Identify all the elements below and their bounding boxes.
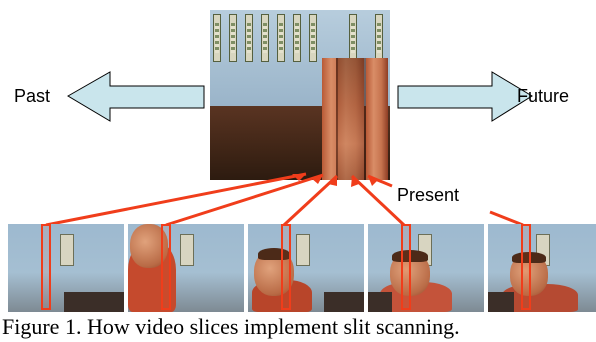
past-arrow-icon [67,71,205,122]
composite-strip [226,10,239,180]
chair [368,292,392,312]
slit-scan-composite [210,10,390,180]
composite-strip [242,10,255,180]
composite-strip [210,10,223,180]
connector-line [282,174,339,227]
connector-line [45,172,307,227]
future-arrow-icon [397,71,533,122]
present-label: Present [397,185,460,205]
wall-picture [180,234,194,266]
slit-marker [41,224,51,310]
composite-face-shadow [336,58,364,180]
chair [488,292,514,312]
wall-picture [60,234,74,266]
video-frame-thumbnail [128,224,244,312]
slit-marker [401,224,411,310]
chair [64,292,124,312]
video-frame-thumbnail [248,224,364,312]
composite-strip [306,10,319,180]
composite-strip [258,10,271,180]
past-label: Past [14,86,51,106]
chair [324,292,364,312]
future-label: Future [517,86,570,106]
composite-strip [274,10,287,180]
wall-picture [296,234,310,266]
slit-marker [281,224,291,310]
composite-slice-edge [364,58,366,180]
connector-line [165,173,324,227]
video-frame-thumbnail [368,224,484,312]
composite-strip [290,10,303,180]
figure-caption: Figure 1. How video slices implement sli… [2,314,460,339]
slit-marker [521,224,531,310]
video-frame-thumbnail [488,224,596,312]
composite-face-slice [366,58,388,180]
composite-slice-edge [336,58,338,180]
slit-marker [161,224,171,310]
video-frame-thumbnail [8,224,124,312]
